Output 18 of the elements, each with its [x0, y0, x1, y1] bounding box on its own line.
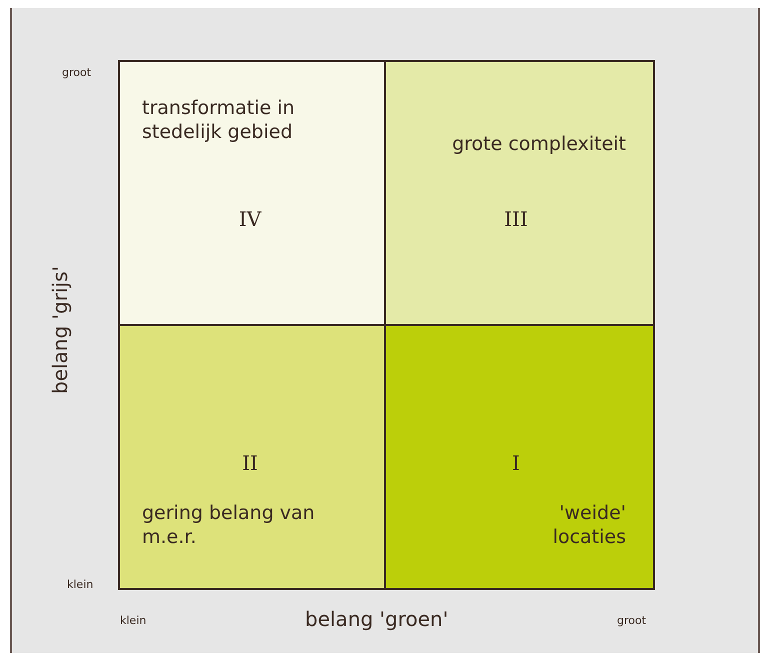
quadrant-numeral: IV — [238, 207, 262, 231]
quadrant-numeral: I — [511, 451, 521, 475]
axis-title: belang 'groen' — [305, 607, 448, 631]
axis-title: belang 'grijs' — [48, 266, 72, 394]
quadrant-panel — [386, 62, 653, 326]
axis-tick-label: klein — [120, 614, 146, 627]
axis-tick-label: groot — [617, 614, 646, 627]
quadrant-title: grote complexiteit — [451, 132, 626, 156]
quadrant-numeral: II — [241, 451, 259, 475]
quadrant-numeral: III — [503, 207, 529, 231]
quadrant-panel — [386, 326, 653, 588]
quadrant-panel — [120, 62, 386, 326]
quadrant-panel — [120, 326, 386, 588]
axis-tick-label: klein — [67, 578, 94, 591]
quadrant-title: 'weide' locaties — [552, 501, 626, 549]
quadrant-title: transformatie in stedelijk gebied — [142, 96, 296, 144]
quadrant-title: gering belang van m.e.r. — [142, 501, 316, 549]
axis-tick-label: groot — [62, 66, 92, 79]
